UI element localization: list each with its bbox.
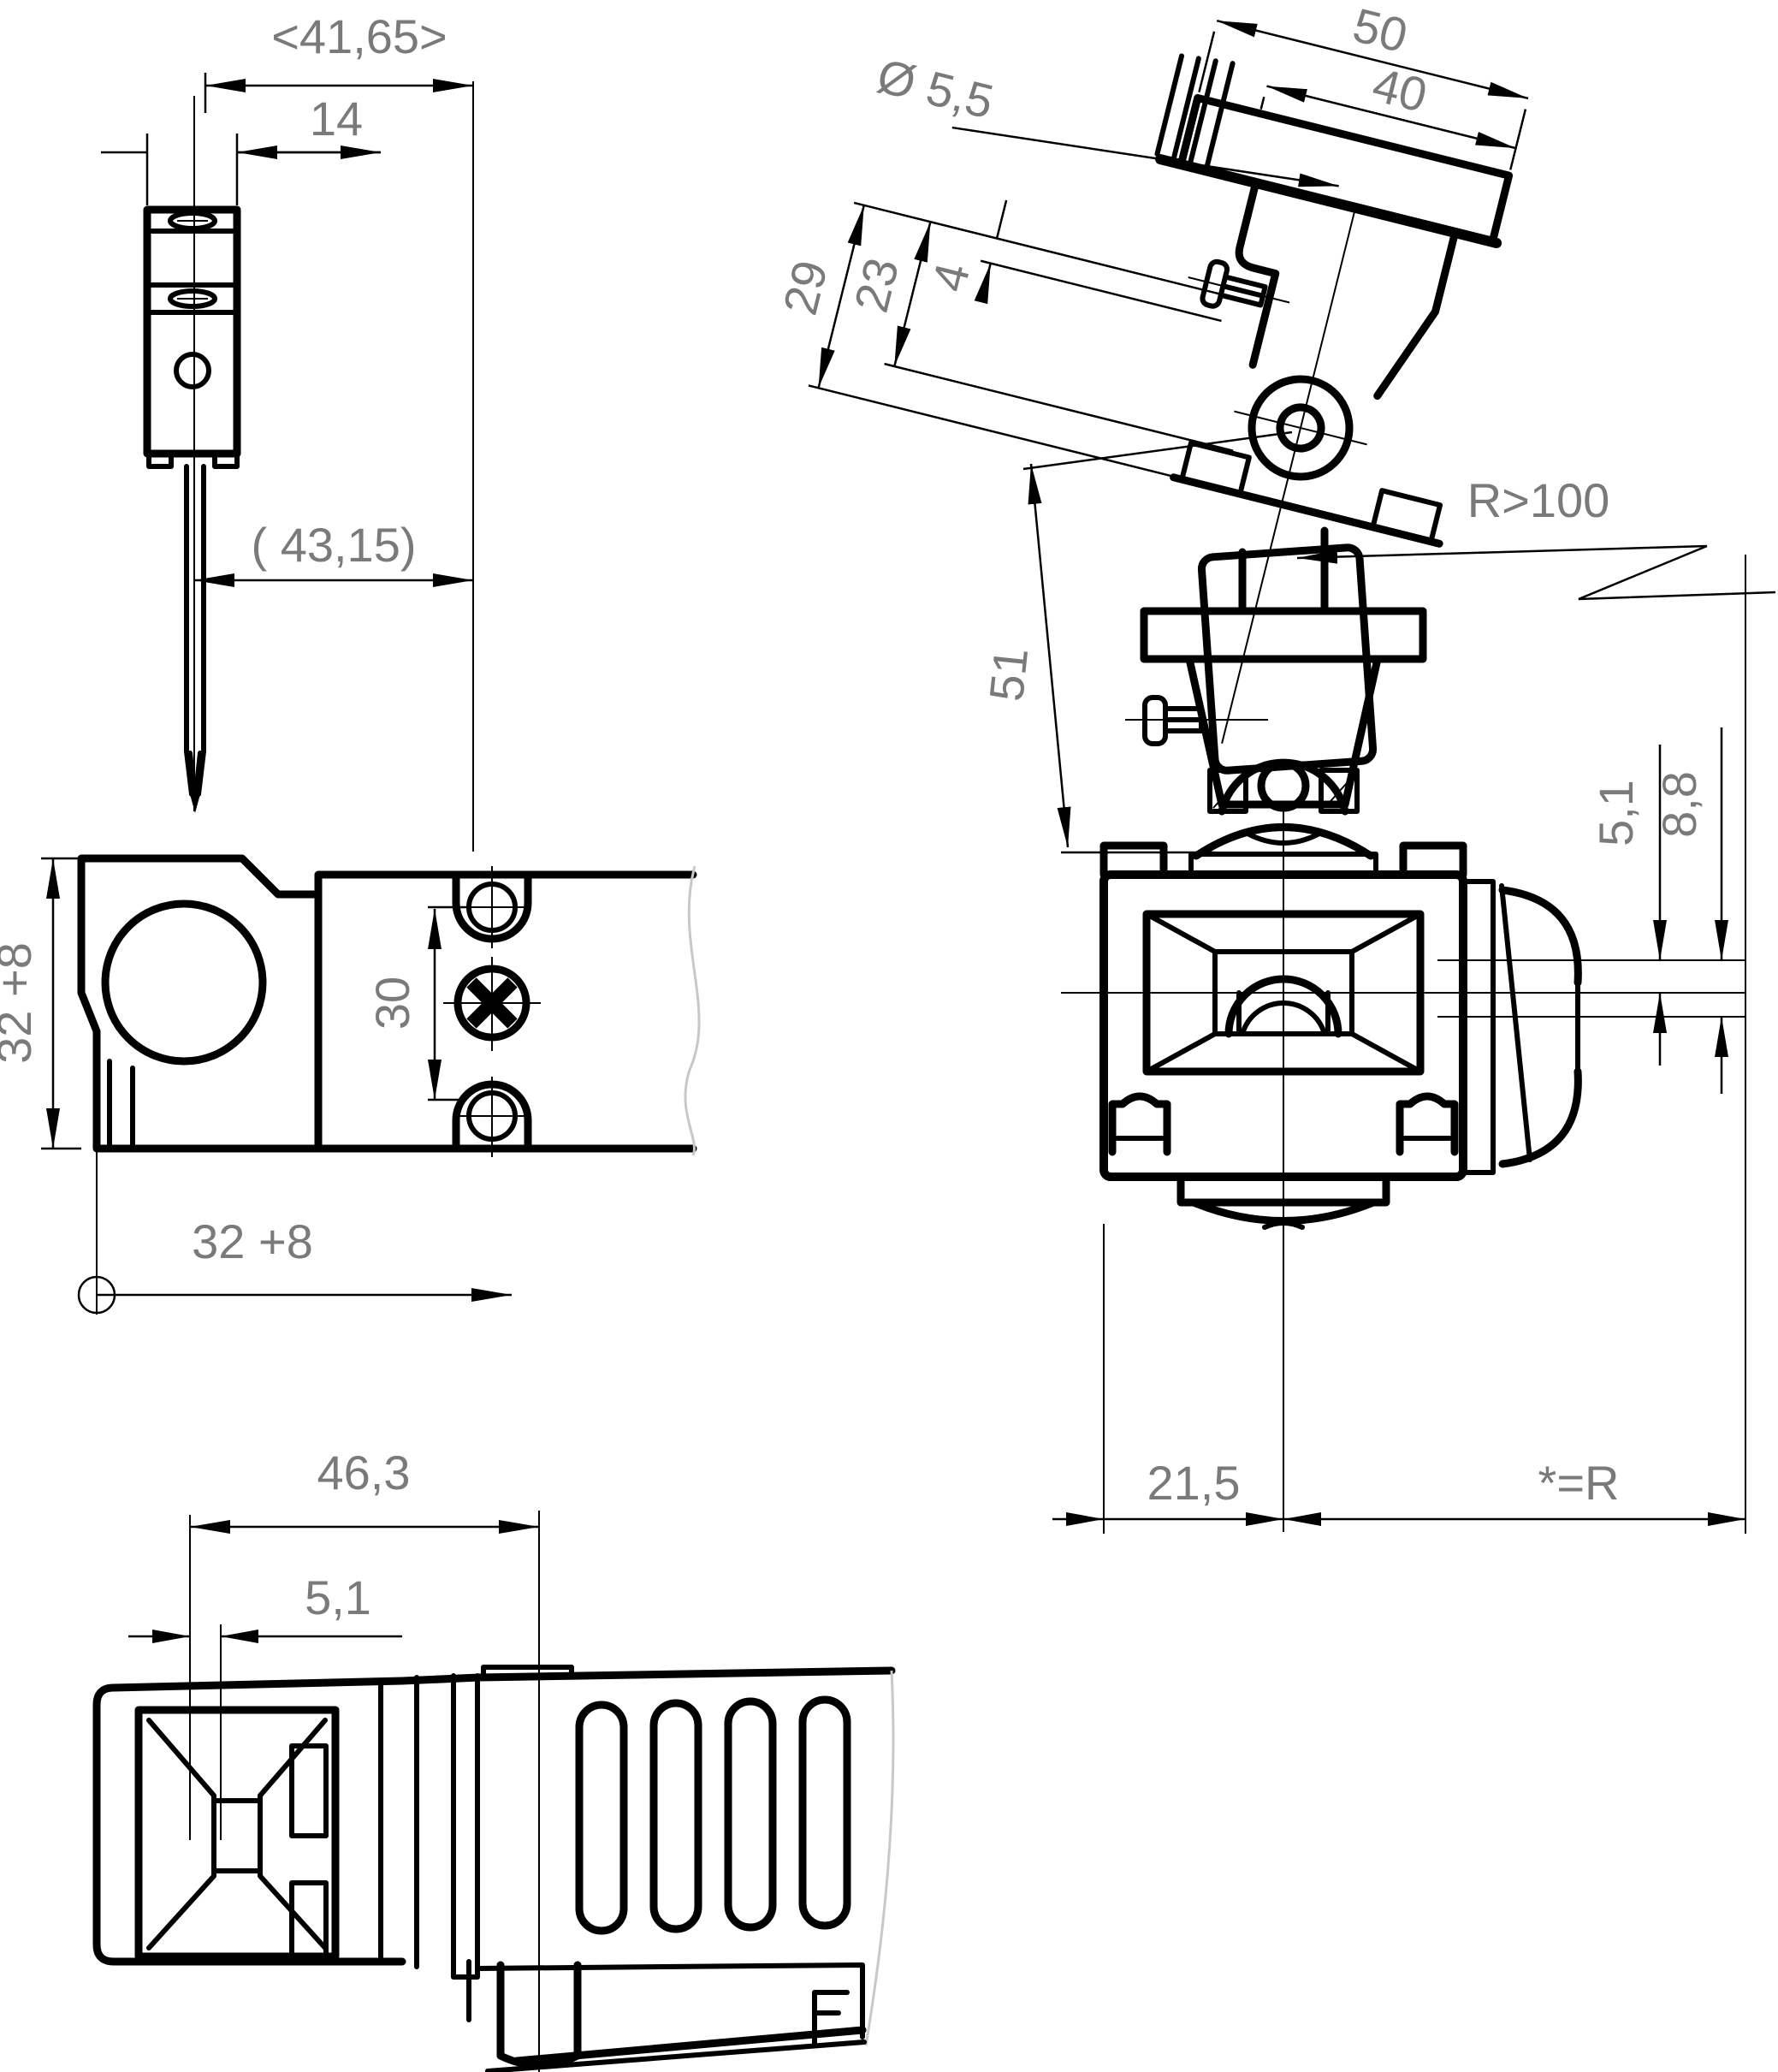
dim-label-off1: 5,1 — [1589, 780, 1643, 846]
clamp-plate-view: 32 +8 30 32 +8 — [0, 854, 701, 1315]
dim-line-50 — [1216, 19, 1529, 100]
leader-dia — [951, 126, 1339, 187]
side-block-verticals — [378, 1675, 419, 1969]
dim-label-dia: Ø 5,5 — [872, 48, 999, 128]
dim-line-29 — [817, 205, 865, 389]
dim-label-51: 51 — [979, 645, 1038, 704]
dim-label-off2: 8,8 — [1652, 771, 1706, 838]
dim-label-215: 21,5 — [1147, 1456, 1241, 1510]
right-strip — [1461, 879, 1532, 1175]
switch-front-view: 5,1 8,8 21,5 *=R — [1052, 555, 1746, 1534]
switch-side-view: 46,3 5,1 — [92, 1446, 896, 2072]
lever-slot-mid — [168, 288, 217, 309]
side-left-block — [92, 1683, 406, 1966]
plate-break-line — [684, 865, 701, 1156]
lever-ext-lines — [145, 73, 239, 205]
clip-left — [1108, 1092, 1171, 1156]
lever-slot-marks — [177, 220, 208, 300]
plate-outline — [314, 870, 697, 1153]
needle-tip — [190, 794, 200, 813]
needle-shaft — [184, 464, 206, 797]
dim-label-lever-length: ( 43,15) — [252, 518, 417, 572]
head-screw-centerline — [1188, 276, 1290, 304]
lever-block-outline — [143, 205, 241, 458]
vent-slot — [724, 1697, 777, 1932]
lever-block-section-lines — [145, 229, 240, 315]
dim-line-40 — [1266, 85, 1516, 150]
vent-slots — [575, 1695, 851, 1935]
arrow-center-r — [1283, 1512, 1321, 1526]
dim-label-clamp-reach: 32 +8 — [192, 1214, 313, 1268]
head-plate-bottom-edge — [1155, 154, 1502, 248]
dim-label-23: 23 — [844, 252, 909, 318]
dim-line-51 — [1028, 463, 1071, 848]
leader-R100 — [1296, 544, 1708, 564]
slot-outer — [134, 1706, 340, 1961]
clamp-ext-lines — [41, 857, 466, 1150]
arrow-slot-r — [221, 1630, 258, 1643]
side-hole-1 — [289, 1743, 329, 1838]
dim-label-clamp-height: 32 +8 — [0, 942, 41, 1064]
dim-line-23 — [893, 221, 932, 367]
terminal-slot-lines — [1154, 53, 1236, 169]
lower-head-neck-lines — [1238, 526, 1329, 615]
dim-label-slot: 5,1 — [305, 1570, 371, 1624]
side-top-step — [481, 1665, 574, 1680]
dome-tab-left — [1207, 768, 1248, 814]
lever-slot-top — [168, 211, 217, 231]
dim-label-lever-width: 14 — [310, 92, 363, 145]
side-ext-lines — [189, 1515, 222, 1840]
ext-51 — [1022, 430, 1293, 854]
dim-label-R100: R>100 — [1467, 473, 1610, 527]
dim-label-50: 50 — [1348, 0, 1413, 62]
head-neck — [1235, 179, 1460, 401]
right-bump-top — [1498, 886, 1582, 987]
arrow-slot-l — [152, 1630, 190, 1643]
lever-feet — [146, 451, 240, 469]
dome-tab-hatch — [1212, 775, 1354, 809]
clamp-slit — [107, 1059, 135, 1151]
arrow-right-ref — [1708, 1512, 1745, 1526]
head-ext-lines — [808, 31, 1527, 492]
head-lower-group — [1125, 526, 1427, 879]
side-hole-2 — [289, 1880, 329, 1958]
front-ref-lines — [1437, 959, 1745, 1018]
side-top-edge — [110, 1666, 896, 1692]
head-assembly-view: 50 40 Ø 5,5 29 23 4 — [773, 0, 1776, 879]
dome-tab-right — [1319, 768, 1360, 814]
dim-label-hole-pitch: 30 — [365, 977, 419, 1030]
window-diagonals — [1144, 911, 1423, 1074]
clamp-centerlines — [443, 866, 541, 1157]
head-rotated-group: 50 40 Ø 5,5 29 23 4 — [773, 0, 1529, 744]
clamp-bore — [101, 899, 267, 1066]
body-shoulders — [1099, 841, 1467, 879]
side-flange-lines — [451, 1673, 480, 1980]
arrow-left-out — [1066, 1512, 1104, 1526]
lower-head-tower — [1185, 655, 1382, 809]
side-break-edge — [864, 1670, 895, 2046]
vent-slot — [798, 1695, 851, 1930]
rear-clip-detail — [812, 1990, 850, 2046]
rear-lower-box — [475, 1962, 865, 2039]
dim-label-eqR: *=R — [1538, 1456, 1620, 1510]
lever-detail-view: <41,65> 14 ( 43,15) — [101, 9, 474, 852]
lower-head-flange — [1140, 607, 1427, 663]
arrow-center-l — [1246, 1512, 1283, 1526]
vent-slot — [575, 1701, 628, 1935]
dim-label-lever-total: <41,65> — [271, 9, 447, 63]
dim-line-4 — [981, 199, 1007, 301]
lever-hole — [174, 352, 211, 389]
dim-label-29: 29 — [773, 255, 838, 320]
right-bump-bottom — [1498, 1067, 1582, 1168]
clip-right — [1396, 1092, 1459, 1156]
pivot-centerlines — [1221, 203, 1367, 744]
dim-label-463: 46,3 — [317, 1446, 411, 1499]
dim-label-4: 4 — [922, 258, 981, 296]
vent-slot — [649, 1699, 702, 1933]
leader-R100-zigzag — [1578, 544, 1776, 601]
dim-label-40: 40 — [1367, 57, 1432, 122]
